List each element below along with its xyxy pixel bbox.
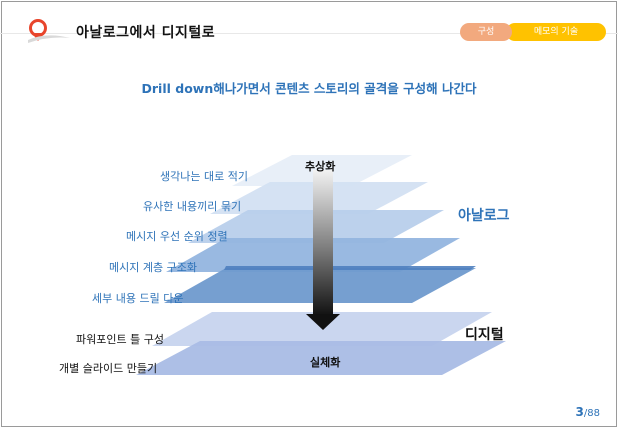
digital-layer-2 (136, 341, 506, 375)
analog-step-5: 세부 내용 드릴 다운 (92, 292, 184, 305)
page-total: /88 (583, 408, 600, 419)
digital-step-2: 개별 슬라이드 만들기 (59, 362, 158, 375)
analog-step-4: 메시지 계층 구조화 (109, 261, 197, 274)
tag-composition: 구성 (460, 23, 512, 41)
analog-section-label: 아날로그 (458, 208, 510, 224)
logo-swoosh (28, 35, 70, 43)
analog-step-2: 유사한 내용끼리 묶기 (143, 200, 242, 213)
subtitle: Drill down해나가면서 콘텐츠 스토리의 골격을 구성해 나간다 (141, 81, 477, 96)
analog-step-3: 메시지 우선 순위 정렬 (126, 230, 228, 243)
section-tags: 메모의 기술 구성 (460, 23, 606, 41)
tag-memo-technique: 메모의 기술 (506, 23, 606, 41)
analog-step-1: 생각나는 대로 적기 (160, 170, 248, 183)
down-arrow-icon (306, 170, 340, 330)
abstraction-label: 추상화 (305, 160, 336, 173)
concretization-label: 실체화 (310, 356, 341, 369)
analog-layer-4-edge (224, 266, 476, 270)
header-divider (0, 33, 618, 34)
page-current: 3 (575, 405, 584, 419)
digital-section-label: 디지털 (465, 327, 504, 343)
digital-step-1: 파워포인트 틀 구성 (76, 333, 164, 346)
page-title: 아날로그에서 디지털로 (76, 25, 216, 41)
page-number: 3/88 (576, 405, 600, 419)
